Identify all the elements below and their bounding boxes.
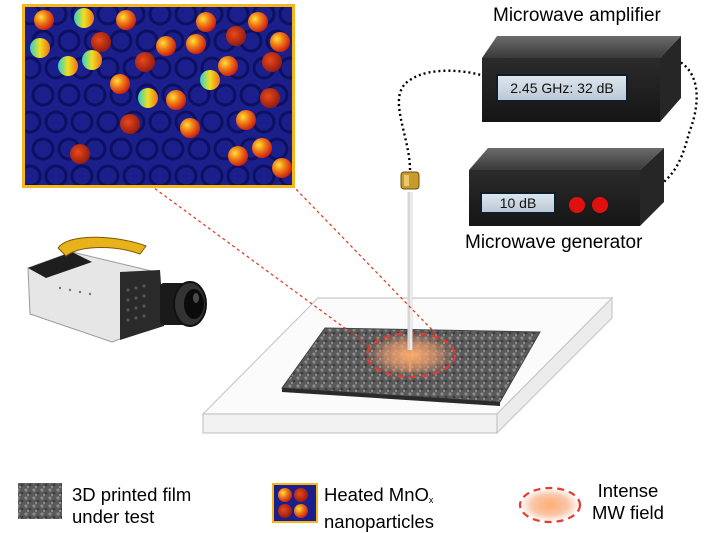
legend-field-swatch: [518, 486, 582, 524]
heated-nanoparticle: [70, 144, 90, 164]
heated-nanoparticle: [252, 138, 272, 158]
heated-nanoparticle: [34, 10, 54, 30]
heated-nanoparticle: [272, 158, 292, 178]
heated-nanoparticle: [156, 36, 176, 56]
thermal-camera: [27, 236, 207, 343]
heated-nanoparticle: [260, 88, 280, 108]
legend-particles-label: Heated MnOx nanoparticles: [324, 484, 434, 533]
heated-nanoparticle: [180, 118, 200, 138]
legend-field-label: Intense MW field: [592, 480, 664, 524]
microwave-amplifier: [482, 36, 681, 122]
heated-nanoparticle: [110, 74, 130, 94]
heated-nanoparticle: [228, 146, 248, 166]
microwave-generator: [469, 148, 664, 226]
cables: [397, 56, 698, 186]
amplifier-title: Microwave amplifier: [493, 5, 661, 26]
indicator-light: [592, 197, 608, 213]
legend-particles-line2: nanoparticles: [324, 511, 435, 532]
legend-film-line2: under test: [72, 506, 155, 527]
generator-title: Microwave generator: [465, 232, 643, 253]
generator-display-text: 10 dB: [499, 195, 537, 211]
heated-nanoparticle: [270, 32, 290, 52]
legend: [18, 483, 582, 524]
heated-nanoparticle: [186, 34, 206, 54]
heated-nanoparticle: [135, 52, 155, 72]
heated-nanoparticle: [74, 8, 94, 28]
indicator-light: [569, 197, 585, 213]
heated-nanoparticle: [248, 12, 268, 32]
microwave-probe: [400, 171, 420, 372]
heated-nanoparticle: [58, 56, 78, 76]
legend-particles-line1: Heated MnO: [324, 484, 429, 505]
heated-nanoparticle: [236, 110, 256, 130]
thermal-image-inset: [22, 4, 295, 188]
heated-nanoparticle: [91, 32, 111, 52]
heated-nanoparticle: [218, 56, 238, 76]
leader-lines: [149, 184, 441, 349]
heated-nanoparticle: [82, 50, 102, 70]
heated-nanoparticle: [116, 10, 136, 30]
legend-particles-subscript: x: [428, 495, 434, 505]
heated-nanoparticle: [200, 70, 220, 90]
heated-nanoparticle: [226, 26, 246, 46]
legend-field-line1: Intense: [597, 480, 659, 501]
legend-film-swatch: [18, 483, 62, 519]
heated-nanoparticle: [138, 88, 158, 108]
legend-film-label: 3D printed film under test: [72, 484, 191, 528]
legend-field-line2: MW field: [592, 502, 664, 523]
heated-nanoparticle: [120, 114, 140, 134]
legend-particles-swatch: [272, 483, 318, 523]
amplifier-display-text: 2.45 GHz: 32 dB: [510, 80, 614, 96]
heated-nanoparticle: [166, 90, 186, 110]
heated-nanoparticle: [196, 12, 216, 32]
heated-nanoparticle: [30, 38, 50, 58]
heated-nanoparticle: [262, 52, 282, 72]
legend-film-line1: 3D printed film: [72, 484, 192, 505]
